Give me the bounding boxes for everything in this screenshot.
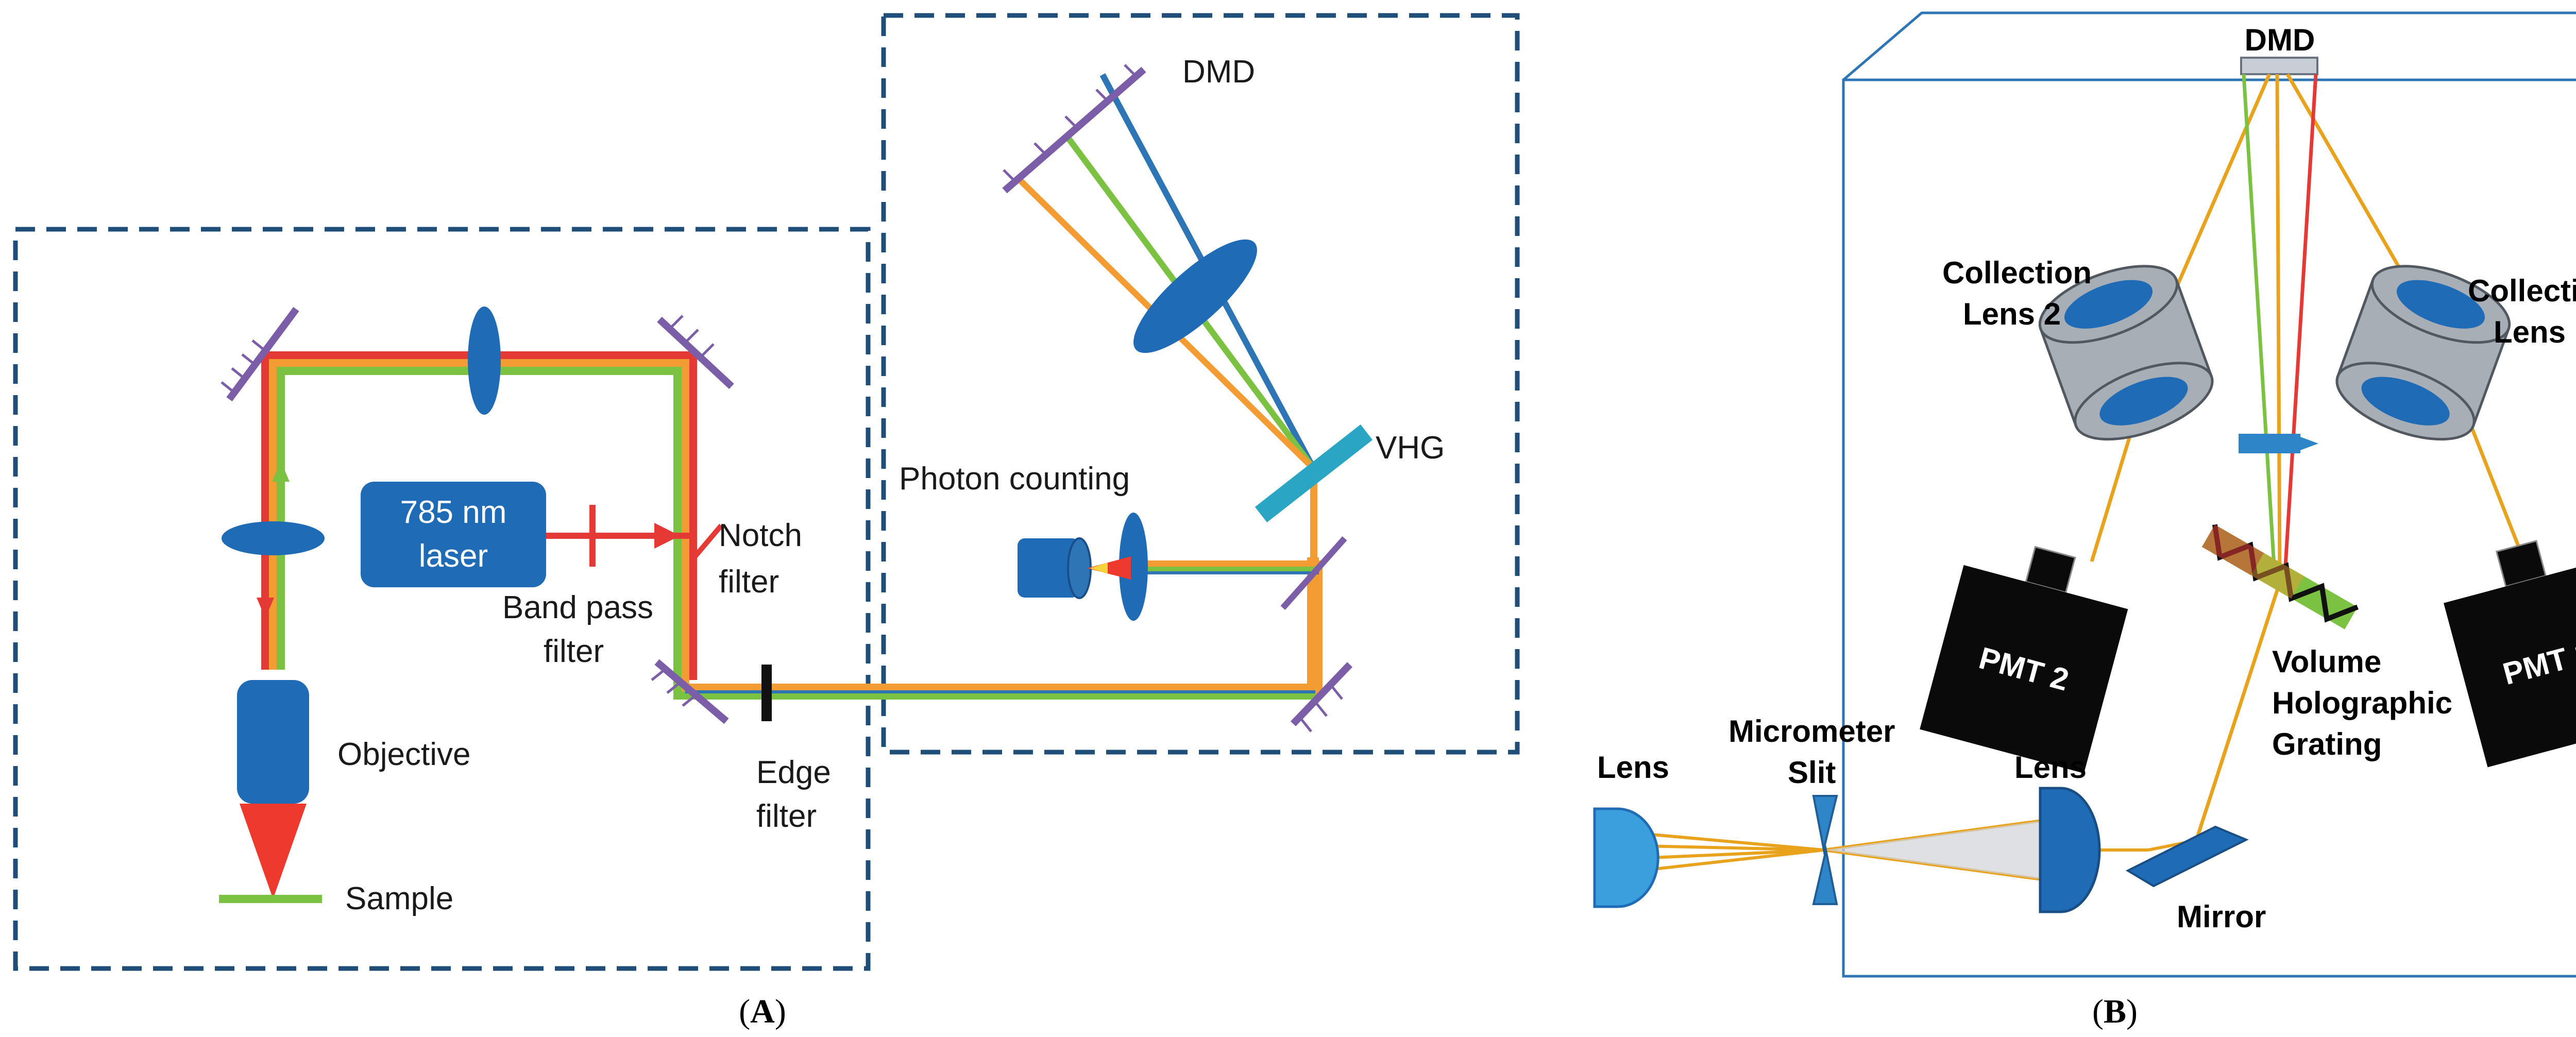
micrometer-slit-label-line1: Micrometer bbox=[1728, 714, 1895, 749]
lens-right-b bbox=[2039, 787, 2101, 913]
notch-filter bbox=[691, 523, 723, 561]
collection-lens-2 bbox=[2038, 265, 2214, 441]
dmd-label-a: DMD bbox=[1182, 54, 1255, 90]
micrometer-slit-label-line2: Slit bbox=[1788, 755, 1836, 790]
sample-label: Sample bbox=[345, 881, 453, 916]
pmt-1: PMT 1 bbox=[2444, 540, 2576, 768]
beam-splitter-element bbox=[2239, 434, 2318, 453]
lens-vertical-beam bbox=[222, 521, 325, 555]
lens-top bbox=[468, 307, 501, 415]
mirror-bottom-left bbox=[651, 659, 729, 724]
input-beam-cone bbox=[1824, 819, 2053, 881]
laser-box bbox=[361, 482, 546, 587]
vhg-label-b-line2: Holographic bbox=[2272, 686, 2452, 720]
ray-red bbox=[2283, 74, 2318, 575]
laser-arrow bbox=[654, 523, 680, 549]
dmd-label-b: DMD bbox=[2245, 23, 2315, 57]
vhg-label-b-line3: Grating bbox=[2272, 727, 2382, 761]
objective bbox=[237, 680, 309, 804]
micrometer-slit bbox=[1812, 795, 1838, 905]
collection-lens-2-label-line2: Lens 2 bbox=[1963, 297, 2061, 331]
vhg-element-a bbox=[1255, 424, 1373, 523]
objective-label: Objective bbox=[337, 737, 470, 772]
panel-b: PMT 2 PMT 1 DMD Collection Lens 2 Collec… bbox=[1593, 11, 2576, 1030]
laser-label-line1: 785 nm bbox=[400, 495, 507, 530]
collection-lens-2-label-line1: Collection bbox=[1942, 256, 2092, 290]
panel-a: 785 nm laser Band pass filter Notch filt… bbox=[13, 13, 1520, 1030]
objective-cone bbox=[240, 804, 307, 899]
enclosure-box bbox=[1842, 11, 2576, 978]
lens-left-b bbox=[1593, 807, 1659, 908]
collection-lens-1 bbox=[2335, 265, 2511, 441]
dmd-element-b bbox=[2240, 57, 2318, 75]
pmt-2: PMT 2 bbox=[1920, 546, 2128, 774]
vhg-label-a: VHG bbox=[1376, 430, 1445, 466]
photon-counting-label: Photon counting bbox=[899, 461, 1130, 497]
band-pass-label-line2: filter bbox=[544, 634, 604, 669]
volume-holographic-grating bbox=[2201, 524, 2359, 630]
caption-b: (B) bbox=[2092, 993, 2138, 1030]
panel-a-left-dashed-box bbox=[13, 227, 871, 971]
edge-filter bbox=[761, 665, 772, 721]
notch-label-line1: Notch bbox=[719, 518, 802, 553]
mirror-b bbox=[2125, 825, 2249, 888]
collection-lens-1-label-line2: Lens 1 bbox=[2494, 315, 2576, 349]
edge-label-line1: Edge bbox=[756, 755, 831, 790]
lens-detector bbox=[1119, 513, 1148, 621]
mirror-detector-fold bbox=[1280, 536, 1347, 610]
panel-a-right-dashed-box bbox=[881, 13, 1520, 755]
band-pass-label-line1: Band pass bbox=[502, 590, 653, 625]
mirror-bottom-right bbox=[1290, 662, 1353, 733]
mirror-label: Mirror bbox=[2177, 899, 2266, 934]
mirror-top-left bbox=[221, 307, 299, 402]
beam-to-detector bbox=[1131, 560, 1323, 695]
mirror-top-right bbox=[657, 315, 734, 389]
photon-counting-detector bbox=[1018, 537, 1131, 599]
vhg-label-b-line1: Volume bbox=[2272, 644, 2381, 679]
collection-lens-1-label-line1: Collection bbox=[2468, 274, 2576, 308]
beam-arrow-down bbox=[257, 598, 274, 618]
ray-orange-mid bbox=[2275, 74, 2282, 575]
ray-to-mirror bbox=[2195, 573, 2284, 838]
dmd-rays bbox=[2090, 73, 2527, 838]
lens-right-label: Lens bbox=[2014, 750, 2087, 785]
lens-left-label: Lens bbox=[1597, 750, 1669, 785]
laser-label-line2: laser bbox=[419, 538, 488, 574]
beam-arrow-up bbox=[272, 461, 290, 482]
ray-green bbox=[2242, 74, 2277, 575]
caption-a: (A) bbox=[739, 993, 786, 1030]
dmd-element-a bbox=[1002, 64, 1146, 194]
lens-dmd bbox=[1133, 239, 1257, 353]
edge-label-line2: filter bbox=[756, 798, 817, 834]
notch-label-line2: filter bbox=[719, 564, 779, 600]
